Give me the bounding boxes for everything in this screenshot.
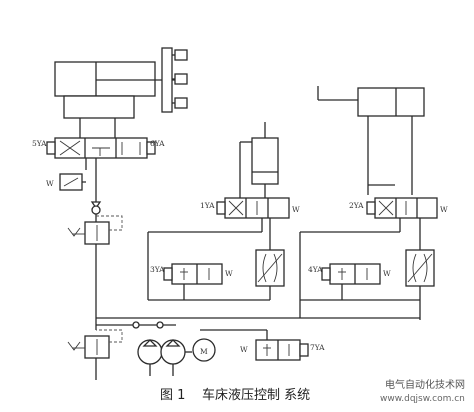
label-spring-3: W xyxy=(225,269,233,278)
pump-station: M xyxy=(96,321,216,376)
figure-label: 图 1 xyxy=(160,388,185,403)
relief-valve xyxy=(67,329,123,359)
label-5ya: 5YA xyxy=(32,139,47,148)
label-spring-ps: W xyxy=(46,179,54,188)
watermark-url: www.dqjsw.com.cn xyxy=(380,394,465,404)
reducing-valve xyxy=(67,215,123,245)
valve-1ya: 1YA W xyxy=(200,197,300,219)
motor-label: M xyxy=(200,347,208,356)
label-4ya: 4YA xyxy=(308,265,323,274)
label-spring-7: W xyxy=(240,345,248,354)
valve-3ya: 3YA W xyxy=(150,263,233,285)
check-valve xyxy=(90,201,102,215)
pressure-switch: W xyxy=(46,173,86,191)
watermark-name: 电气自动化技术网 xyxy=(385,378,465,391)
label-2ya: 2YA xyxy=(349,201,364,210)
label-spring-1: W xyxy=(292,205,300,214)
label-spring-4: W xyxy=(383,269,391,278)
label-spring-2: W xyxy=(440,205,448,214)
middle-cylinder xyxy=(251,122,279,185)
valve-2ya: 2YA W xyxy=(349,197,448,219)
label-1ya: 1YA xyxy=(200,201,215,210)
label-3ya: 3YA xyxy=(150,265,165,274)
valve-5ya-6ya: 5YA 6YA xyxy=(32,137,165,159)
throttle-valve-right xyxy=(405,249,435,287)
valve-7ya: 7YA W xyxy=(240,339,325,361)
right-cylinder xyxy=(317,86,425,117)
chuck-cylinder xyxy=(54,47,188,119)
label-6ya: 6YA xyxy=(150,139,165,148)
throttle-valve-left xyxy=(255,249,285,287)
valve-4ya: 4YA W xyxy=(308,263,391,285)
figure-title: 车床液压控制 系统 xyxy=(202,387,310,403)
label-7ya: 7YA xyxy=(310,343,325,352)
